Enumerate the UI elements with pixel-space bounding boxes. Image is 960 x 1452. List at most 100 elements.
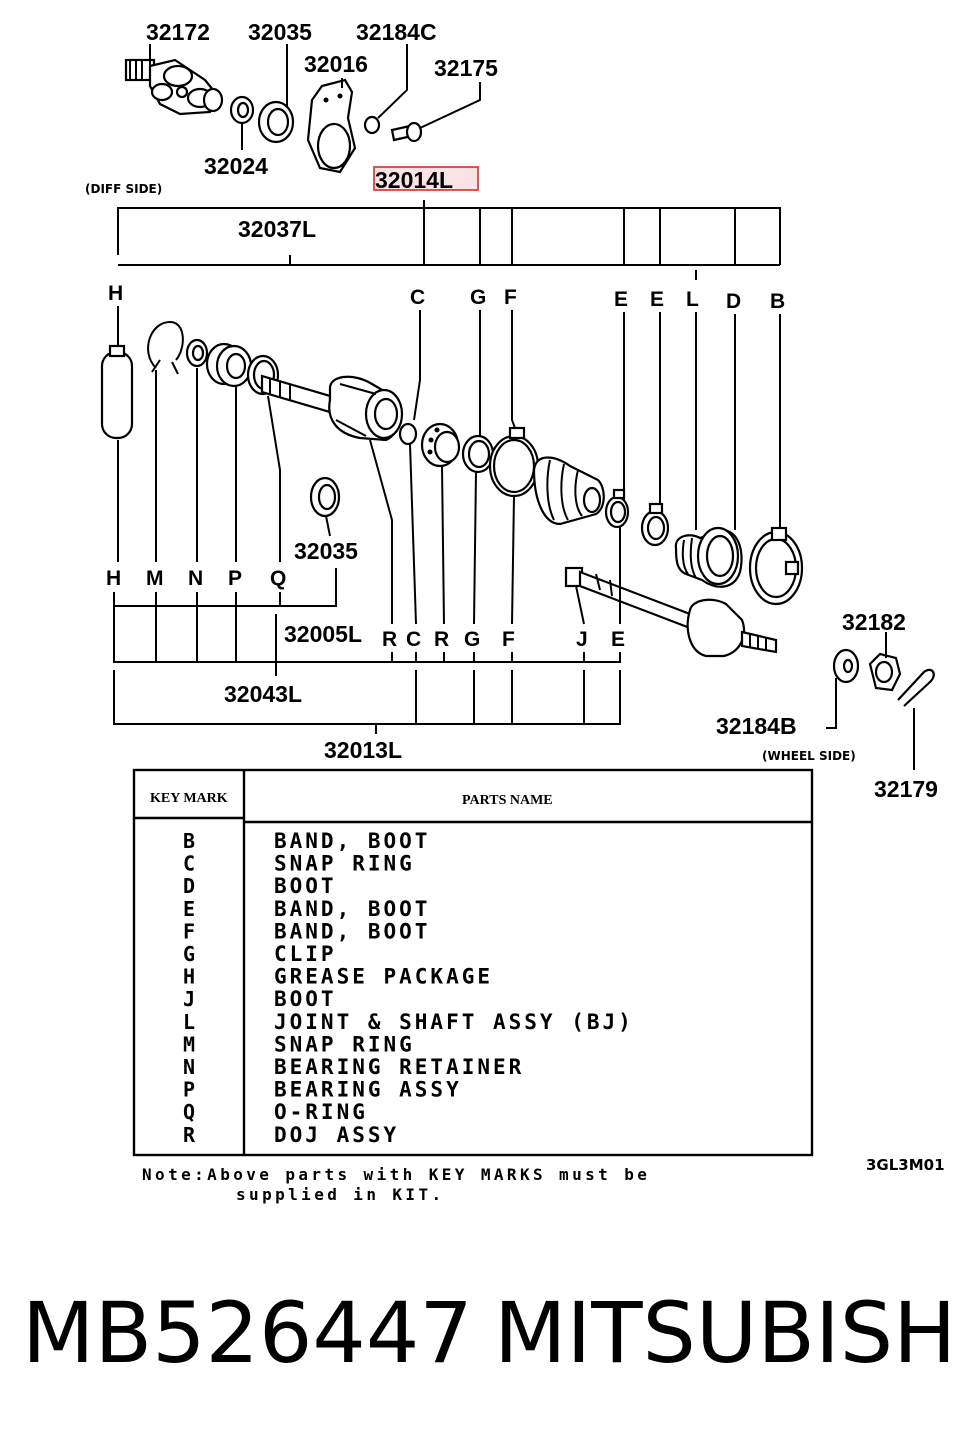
table-row-part-name: BOOT [274, 987, 337, 1011]
label-32184C: 32184C [356, 19, 437, 45]
table-row-key: L [183, 1010, 195, 1034]
table-header-parts-name: PARTS NAME [462, 793, 553, 808]
table-row-key: C [183, 852, 195, 876]
top-letter-G: G [470, 286, 486, 309]
top-letter-L: L [686, 288, 699, 311]
bracket-32013L: 32013L [113, 670, 621, 763]
footer-caption: MB526447 MITSUBISHI [0, 1284, 960, 1394]
bottom-letter-H: H [106, 567, 121, 590]
table-row-key: J [183, 987, 195, 1011]
highlight-box [373, 166, 479, 191]
label-32184B: 32184B [716, 713, 797, 739]
bottom-letter-F: F [502, 628, 515, 651]
washer-32024-drawing [229, 95, 255, 125]
label-32013L: 32013L [324, 737, 402, 763]
diff-side-caption: (DIFF SIDE) [85, 182, 162, 196]
label-32035-top: 32035 [248, 19, 312, 45]
band-E2-drawing [640, 502, 670, 547]
band-F-drawing [488, 426, 540, 498]
bottom-letter-C: C [406, 628, 421, 651]
snap-ring-C-drawing [398, 422, 418, 446]
top-key-letters: H C G F E E L D B [108, 282, 785, 313]
table-row-part-name: BAND, BOOT [274, 829, 430, 853]
bottom-letter-N: N [188, 567, 203, 590]
bracket-32016-drawing [306, 78, 357, 174]
bottom-letter-J: J [576, 628, 588, 651]
band-E1-drawing [604, 488, 630, 529]
table-row-key: M [183, 1032, 195, 1056]
seal-32035-top-drawing [257, 100, 295, 144]
table-row-key: D [183, 874, 195, 898]
label-32043L: 32043L [224, 681, 302, 707]
nut-32182-drawing [868, 652, 902, 692]
table-row-part-name: BOOT [274, 874, 337, 898]
table-row-key: E [183, 897, 195, 921]
table-header-key-mark: KEY MARK [150, 791, 228, 806]
top-part-group: 32172 32035 32184C 32016 32175 32024 320… [85, 19, 498, 196]
bottom-letter-Q: Q [270, 567, 286, 590]
table-row-part-name: SNAP RING [274, 852, 415, 876]
table-row-part-name: BEARING RETAINER [274, 1055, 524, 1079]
label-32035-lower: 32035 [294, 538, 358, 564]
bottom-left-letters: H M N P Q [106, 567, 286, 590]
wheel-side-group: 32182 32184B (WHEEL SIDE) 32179 [716, 609, 938, 802]
boot-inner-drawing [532, 456, 605, 526]
retainer-N-drawing [185, 338, 209, 368]
table-row-key: F [183, 919, 195, 943]
top-letter-D: D [726, 290, 741, 313]
table-row-part-name: CLIP [274, 942, 337, 966]
table-row-key: R [183, 1123, 196, 1147]
table-row-key: G [183, 942, 195, 966]
top-leader-lines [117, 306, 781, 530]
top-letter-C: C [410, 286, 425, 309]
note-block: Note:Above parts with KEY MARKS must be … [142, 1156, 945, 1204]
top-letter-E1: E [614, 288, 628, 311]
top-letter-H: H [108, 282, 123, 305]
bottom-letter-E: E [611, 628, 625, 651]
lower-leader-lines [117, 368, 621, 625]
label-32005L: 32005L [284, 621, 362, 647]
bottom-letter-G: G [464, 628, 480, 651]
snap-ring-M-drawing [147, 320, 184, 375]
table-row-key: H [183, 965, 195, 989]
bottom-letter-P: P [228, 567, 242, 590]
bottom-right-letters: R C R G F J E [382, 628, 625, 651]
top-letter-F: F [504, 286, 517, 309]
table-row-key: P [183, 1078, 195, 1102]
grease-package-H-drawing [100, 344, 134, 440]
bracket-32005L: 32005L [113, 568, 362, 647]
label-32172: 32172 [146, 19, 210, 45]
top-letter-B: B [770, 290, 785, 313]
doj-assy-R-drawing [260, 374, 404, 442]
label-32014L-highlighted: 32014L [375, 167, 453, 193]
bottom-letter-R1: R [382, 628, 397, 651]
yoke-32172-drawing [124, 58, 224, 116]
label-32037L: 32037L [238, 216, 316, 242]
table-row-key: N [183, 1055, 195, 1079]
bracket-32043L: 32043L [113, 606, 621, 707]
table-row-part-name: O-RING [274, 1100, 368, 1124]
note-line-1: Note:Above parts with KEY MARKS must be [142, 1165, 650, 1184]
label-32179: 32179 [874, 776, 938, 802]
note-line-2: supplied in KIT. [236, 1185, 445, 1204]
bottom-letter-M: M [146, 567, 164, 590]
table-row-key: B [183, 829, 195, 853]
bolt-32175-drawing [390, 121, 423, 143]
key-mark-table: KEY MARK PARTS NAME B BAND, BOOT C SNAP RIN… [132, 768, 814, 1157]
main-exploded-view [100, 320, 804, 658]
boot-D-drawing [674, 526, 743, 588]
table-row-part-name: BEARING ASSY [274, 1078, 462, 1102]
top-letter-E2: E [650, 288, 664, 311]
washer-32184C-drawing [363, 115, 381, 135]
washer-32184B-drawing [832, 648, 860, 684]
label-32175: 32175 [434, 55, 498, 81]
joint-shaft-L-drawing [564, 566, 778, 658]
bracket-32037L: 32037L [117, 200, 781, 280]
bearing-P-drawing [205, 342, 253, 388]
wheel-side-caption: (WHEEL SIDE) [762, 749, 856, 763]
label-32016: 32016 [304, 51, 368, 77]
table-row-part-name: GREASE PACKAGE [274, 965, 493, 989]
figure-code: 3GL3M01 [866, 1156, 945, 1174]
